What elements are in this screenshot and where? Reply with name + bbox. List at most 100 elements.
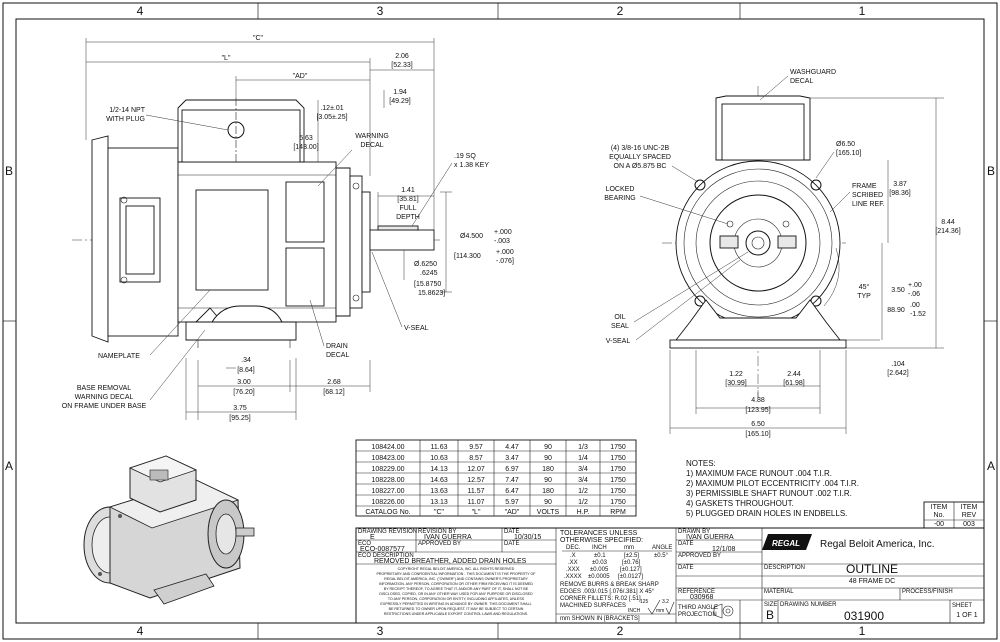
tol-head-dec: DEC.: [566, 545, 581, 551]
item-no-header2: No.: [934, 512, 945, 519]
third-angle-line2: PROJECTION: [678, 612, 717, 618]
regal-logo: REGAL: [762, 534, 812, 550]
notes-title: NOTES:: [686, 459, 716, 468]
revision-by-value: IVAN GUERRA: [424, 534, 472, 541]
note-3: 3) PERMISSIBLE SHAFT RUNOUT .002 T.I.R.: [686, 489, 852, 498]
sheet-label: SHEET: [952, 603, 972, 609]
process-finish-label: PROCESS/FINISH: [902, 589, 953, 595]
drawn-date-value: 12/1/08: [712, 546, 735, 553]
cat-r4-c7: 1750: [610, 477, 626, 484]
cat-r6-c1: 108226.00: [371, 499, 404, 506]
drawing-revision-value: E: [370, 534, 375, 541]
item-rev-value: 003: [963, 521, 975, 528]
copyright-line: DISCLOSED, COPIED, OR IN ANY OTHER WAY U…: [379, 592, 533, 596]
rev-date-value: 10/30/15: [514, 534, 541, 541]
note-5: 5) PLUGGED DRAIN HOLES IN ENDBELLS.: [686, 509, 847, 518]
cat-r2-c4: 3.47: [505, 455, 519, 462]
tol-title-2: OTHERWISE SPECIFIED:: [560, 537, 643, 544]
cat-r3-c3: 12.07: [467, 466, 485, 473]
burrs-line2: EDGES .003/.015 [.076/.381] X 45°: [560, 589, 655, 595]
shaft-dia-line3: [15.8750: [414, 281, 441, 288]
cat-r6-c7: 1750: [610, 499, 626, 506]
item-no-header: ITEM: [931, 504, 948, 511]
frame-scribed-line2: SCRIBED: [852, 192, 883, 199]
approved-date-label: DATE: [678, 565, 694, 571]
side-vseal-callout: V-SEAL: [404, 325, 429, 332]
locked-bearing-line1: LOCKED: [606, 186, 635, 193]
dim-l-label: "L": [222, 55, 231, 62]
tol-r2-inch: ±0.03: [592, 560, 608, 566]
cat-header-hp: H.P.: [577, 509, 590, 516]
drawing-number-label: DRAWING NUMBER: [780, 602, 837, 608]
roughness-mm-label: mm: [656, 608, 664, 614]
cat-r2-c2: 10.63: [430, 455, 448, 462]
cat-r6-c3: 11.07: [468, 499, 485, 506]
notes: NOTES: 1) MAXIMUM FACE RUNOUT .004 T.I.R…: [686, 459, 859, 518]
dim-375-mm: [95.25]: [229, 415, 250, 422]
zone-bottom-2: 2: [617, 624, 624, 638]
description-label: DESCRIPTION: [764, 565, 805, 571]
cat-header-volts: VOLTS: [537, 509, 560, 516]
npt-callout-line2: WITH PLUG: [106, 116, 145, 123]
dim-034-mm: [8.64]: [237, 367, 255, 374]
cat-r4-c5: 90: [544, 477, 552, 484]
key-callout-line1: .19 SQ: [454, 153, 476, 160]
cat-r2-c3: 8.57: [469, 455, 483, 462]
size-label: SIZE: [764, 602, 777, 608]
side-view: "C" "L" "AD" 2.06 [52.33] 1.94 [49.29] .…: [62, 35, 514, 422]
copyright-line: COPYRIGHT REGAL BELOIT AMERICA, INC. ALL…: [398, 567, 515, 571]
dim-488: 4.88: [751, 397, 765, 404]
dia-650-circle: Ø6.50: [836, 141, 855, 148]
cat-r1-c2: 11.63: [431, 444, 448, 451]
cat-header-rpm: RPM: [610, 509, 626, 516]
cat-r3-c7: 1750: [610, 466, 626, 473]
tol-r3-inch: ±0.005: [590, 567, 609, 573]
cat-header-catalog: CATALOG No.: [365, 509, 410, 516]
tol-r1-inch: ±0.1: [594, 553, 606, 559]
copyright-line: EXPRESSLY PERMITTED IN WRITING IN ADVANC…: [380, 602, 531, 606]
tol-r2-dec: .XX: [568, 560, 578, 566]
tol-head-angle: ANGLE: [652, 545, 672, 551]
material-label: MATERIAL: [764, 589, 794, 595]
angle-45: 45°: [859, 283, 870, 291]
eco-desc-value: REMOVED BREATHER, ADDED DRAIN HOLES: [374, 558, 527, 565]
cat-r6-c5: 90: [544, 499, 552, 506]
cat-r3-c2: 14.13: [430, 466, 448, 473]
cat-r1-c6: 1/3: [578, 444, 588, 451]
cat-header-ad: "AD": [505, 509, 520, 516]
dim-844: 8.44: [941, 219, 955, 226]
tol-title-1: TOLERANCES UNLESS: [560, 530, 638, 537]
dim-350: 3.50: [891, 287, 905, 294]
cat-r1-c3: 9.57: [469, 444, 483, 451]
cat-r3-c5: 180: [542, 466, 554, 473]
washguard-line1: WASHGUARD: [790, 69, 836, 76]
cat-header-l: "L": [472, 509, 481, 516]
zone-bottom-1: 1: [859, 624, 866, 638]
reference-value: 030968: [690, 594, 713, 601]
dia-114-minus: -.076]: [496, 258, 514, 265]
dia-4500-plus: +.000: [494, 229, 512, 236]
cat-r6-c4: 5.97: [505, 499, 519, 506]
dim-12-mm: [3.05±.25]: [316, 114, 347, 121]
tol-r4-inch: ±0.0005: [588, 574, 610, 580]
note-4: 4) GASKETS THROUGHOUT.: [686, 499, 794, 508]
dia-4500: Ø4.500: [460, 233, 483, 240]
key-callout-line2: x 1.38 KEY: [454, 162, 489, 169]
end-vseal-callout: V-SEAL: [606, 338, 631, 345]
dim-268-mm: [68.12]: [323, 389, 344, 396]
dim-194-mm: [49.29]: [389, 98, 410, 105]
zone-top-3: 3: [377, 4, 384, 18]
description-sub: 48 FRAME DC: [849, 578, 895, 585]
npt-callout-line1: 1/2-14 NPT: [109, 107, 146, 114]
warning-decal-line2: DECAL: [360, 142, 383, 149]
dia-4500-minus: -.003: [494, 238, 510, 245]
shaft-dia-line1: Ø.6250: [414, 261, 437, 268]
tol-r4-dec: .XXXX: [564, 574, 582, 580]
cat-r5-c7: 1750: [610, 488, 626, 495]
revision-by-label: REVISION BY: [418, 529, 456, 535]
zone-left-a: A: [5, 459, 13, 473]
dim-387: 3.87: [893, 181, 907, 188]
tol-r3-dec: .XXX: [566, 567, 580, 573]
full-depth-line1: 1.41: [401, 187, 415, 194]
third-angle-projection-icon: [713, 603, 734, 619]
